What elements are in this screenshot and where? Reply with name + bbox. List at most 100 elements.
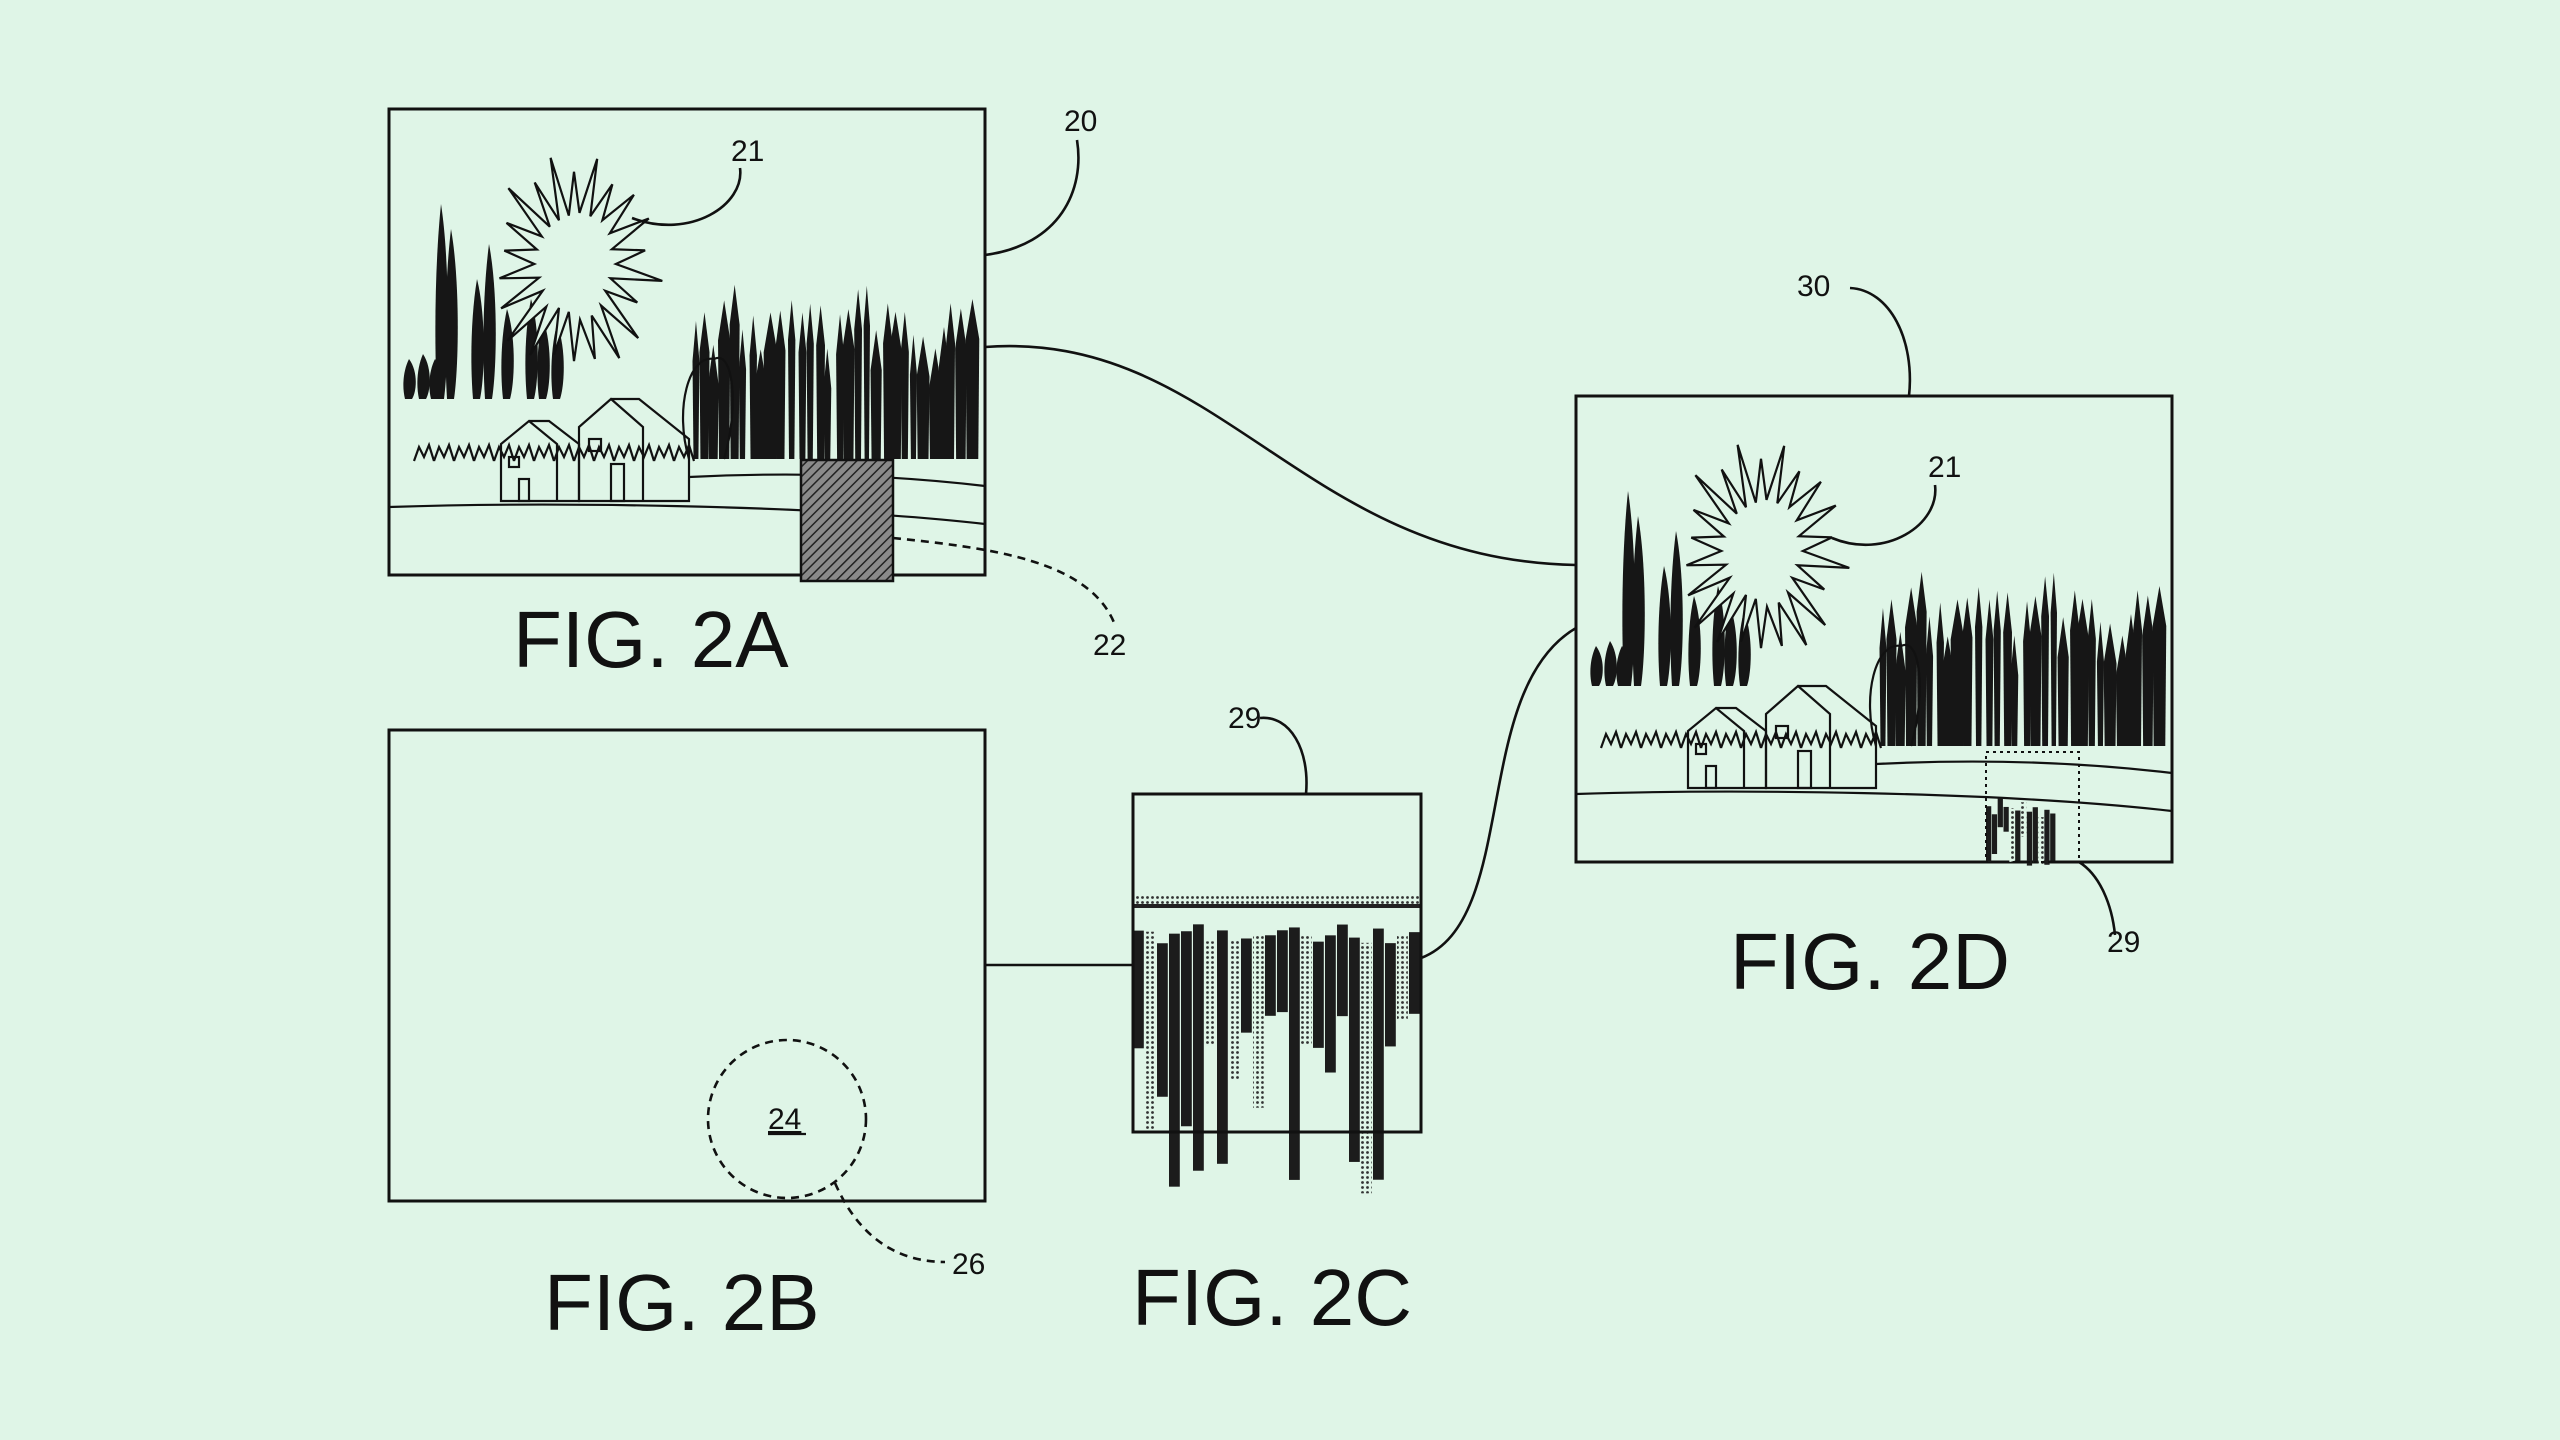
tree-shape	[2029, 596, 2042, 746]
house-door	[517, 477, 531, 503]
shrub-outline	[472, 441, 496, 462]
house-window	[507, 455, 521, 469]
figure-2a: 22 20 21 FIG. 2A	[387, 105, 1126, 684]
tree-shape	[775, 310, 786, 459]
tree-shape	[1879, 608, 1887, 746]
patch-stroke	[1289, 927, 1300, 1180]
shrub-outline	[492, 441, 516, 462]
patch-band-line	[1133, 904, 1421, 908]
tree-shape	[1905, 587, 1918, 746]
patch-stroke	[1986, 806, 1992, 862]
figure-2d: 29 30 21 FIG. 2D	[1574, 270, 2174, 1006]
shrub-outline	[1759, 728, 1783, 749]
leader-29d	[2078, 860, 2117, 936]
texture-patch-29	[1133, 894, 1421, 1194]
tree-shape	[1950, 599, 1965, 746]
shrub-outline	[572, 441, 596, 462]
patch-stroke	[2003, 806, 2009, 832]
caption-fig-2a: FIG. 2A	[513, 595, 789, 684]
field-line	[1875, 760, 2173, 775]
leader-20	[984, 139, 1080, 257]
patch-stroke	[1361, 942, 1372, 1194]
figure-2c: 29 FIG. 2C	[1131, 702, 1423, 1342]
tree-shape	[2115, 635, 2129, 746]
shrub-outline	[532, 441, 556, 462]
shrub-outline	[1619, 728, 1643, 749]
patch-stroke	[1253, 934, 1264, 1108]
shrub-outline	[1839, 728, 1863, 749]
tree-shape	[909, 334, 917, 459]
patch-stroke	[1325, 935, 1336, 1073]
patch-stroke	[1217, 930, 1228, 1164]
shrub-outline	[412, 441, 436, 462]
tree-shape	[965, 299, 980, 459]
shrub-outline	[612, 441, 636, 462]
tree-shape	[889, 311, 902, 459]
patch-stroke	[1385, 943, 1396, 1047]
ground-line	[388, 503, 986, 526]
patch-stroke	[1265, 935, 1276, 1016]
tree-shape	[2057, 617, 2069, 746]
tree-shape	[1670, 531, 1683, 686]
tree-shape	[2087, 598, 2096, 746]
tree-shape	[1962, 597, 1973, 746]
tree-shape	[429, 359, 442, 399]
patch-stroke	[1241, 938, 1252, 1033]
tree-shape	[707, 344, 719, 459]
tree-shape	[692, 321, 700, 459]
leader-21a	[631, 167, 742, 227]
tree-shape	[955, 308, 967, 459]
tree-shape	[729, 284, 740, 459]
inserted-patch-29	[1986, 798, 2056, 866]
patch-stroke	[2026, 811, 2033, 866]
tree-shape	[854, 289, 863, 459]
connector-2c-to-2d	[1420, 626, 1577, 960]
shrub-outline	[1699, 728, 1723, 749]
shrub-outline	[512, 441, 536, 462]
tree-shape	[417, 354, 430, 399]
patch-stroke	[1157, 943, 1168, 1097]
landscape-scene-2a	[388, 157, 986, 526]
leader-26	[833, 1182, 946, 1264]
patch-stroke	[1301, 935, 1312, 1045]
tree-shape	[1993, 590, 2001, 746]
house-small-outline	[499, 419, 581, 503]
figure-2b-frame	[387, 728, 987, 1203]
patch-stroke	[1277, 930, 1288, 1013]
tree-shape	[870, 330, 882, 459]
tree-shape	[2096, 621, 2104, 746]
tree-shape	[946, 303, 956, 459]
tree-shape	[823, 348, 832, 459]
shrub-outline	[1719, 728, 1743, 749]
ref-label-29c: 29	[1228, 702, 1261, 735]
patch-stroke	[2050, 813, 2056, 861]
tree-shape	[816, 305, 825, 459]
dashed-circle-24	[706, 1038, 868, 1200]
patch-stroke	[1397, 934, 1408, 1021]
house-window	[1774, 724, 1790, 740]
patch-stroke	[1337, 924, 1348, 1017]
tree-shape	[1590, 646, 1603, 686]
tree-shape	[1616, 646, 1629, 686]
tree-shape	[2076, 598, 2089, 746]
house-door	[609, 462, 626, 503]
tree-shape	[836, 314, 844, 459]
tree-shape	[1916, 571, 1927, 746]
round-tree-outline	[681, 356, 734, 460]
patch-stroke	[1181, 931, 1192, 1127]
leader-22	[892, 536, 1117, 626]
tree-shape	[471, 279, 484, 399]
shrub-outline	[1639, 728, 1663, 749]
patch-stroke	[1205, 941, 1216, 1046]
tree-shape	[435, 204, 448, 399]
house-window	[1694, 742, 1708, 756]
tree-shape	[900, 311, 909, 459]
figure-2c-frame	[1131, 792, 1423, 1134]
tree-shape	[2142, 595, 2154, 746]
tree-shape	[483, 244, 496, 399]
ref-label-20: 20	[1064, 105, 1097, 138]
tree-shape	[788, 300, 796, 459]
dotted-box-29	[1985, 751, 2080, 863]
tree-shape	[916, 336, 930, 459]
